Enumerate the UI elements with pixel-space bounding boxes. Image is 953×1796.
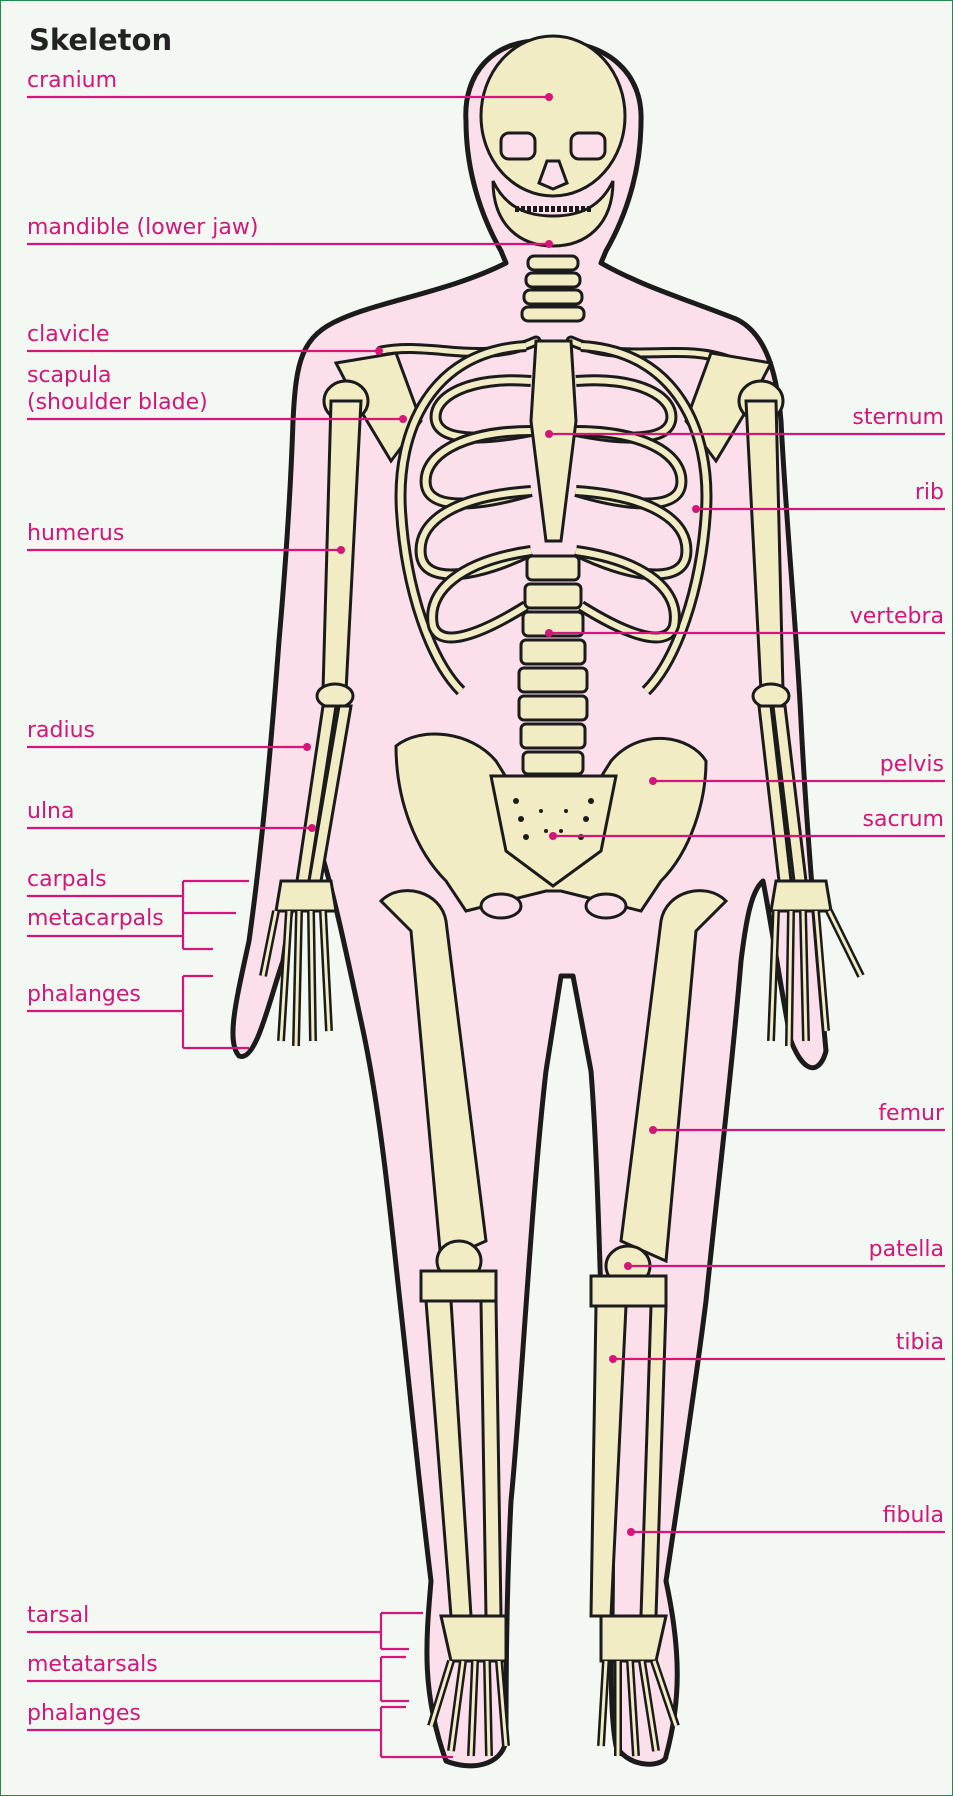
left-eye-socket	[501, 133, 535, 159]
label-ulna: ulna	[27, 799, 74, 825]
label-pelvis: pelvis	[880, 752, 944, 778]
label-carpals: carpals	[27, 867, 107, 893]
obturator-left	[481, 894, 521, 918]
label-mandible: mandible (lower jaw)	[27, 215, 258, 241]
label-radius: radius	[27, 718, 95, 744]
label-humerus: humerus	[27, 521, 124, 547]
label-femur: femur	[878, 1101, 944, 1127]
label-tarsal: tarsal	[27, 1603, 89, 1629]
label-hand-phalanges: phalanges	[27, 982, 141, 1008]
label-metatarsals: metatarsals	[27, 1652, 158, 1678]
label-scapula-description: (shoulder blade)	[27, 390, 208, 416]
diagram-title: Skeleton	[29, 23, 172, 57]
neck-vertebrae	[522, 256, 584, 321]
spine-vertebrae	[519, 556, 587, 774]
label-clavicle: clavicle	[27, 322, 110, 348]
label-cranium: cranium	[27, 68, 117, 94]
label-vertebra: vertebra	[850, 604, 944, 630]
label-fibula: fibula	[883, 1503, 944, 1529]
obturator-right	[586, 894, 626, 918]
right-eye-socket	[571, 133, 605, 159]
label-sternum: sternum	[852, 405, 944, 431]
label-rib: rib	[915, 480, 944, 506]
label-sacrum: sacrum	[863, 807, 944, 833]
label-scapula: scapula	[27, 363, 112, 389]
label-foot-phalanges: phalanges	[27, 1701, 141, 1727]
label-tibia: tibia	[896, 1330, 944, 1356]
label-patella: patella	[869, 1237, 944, 1263]
label-metacarpals: metacarpals	[27, 906, 164, 932]
